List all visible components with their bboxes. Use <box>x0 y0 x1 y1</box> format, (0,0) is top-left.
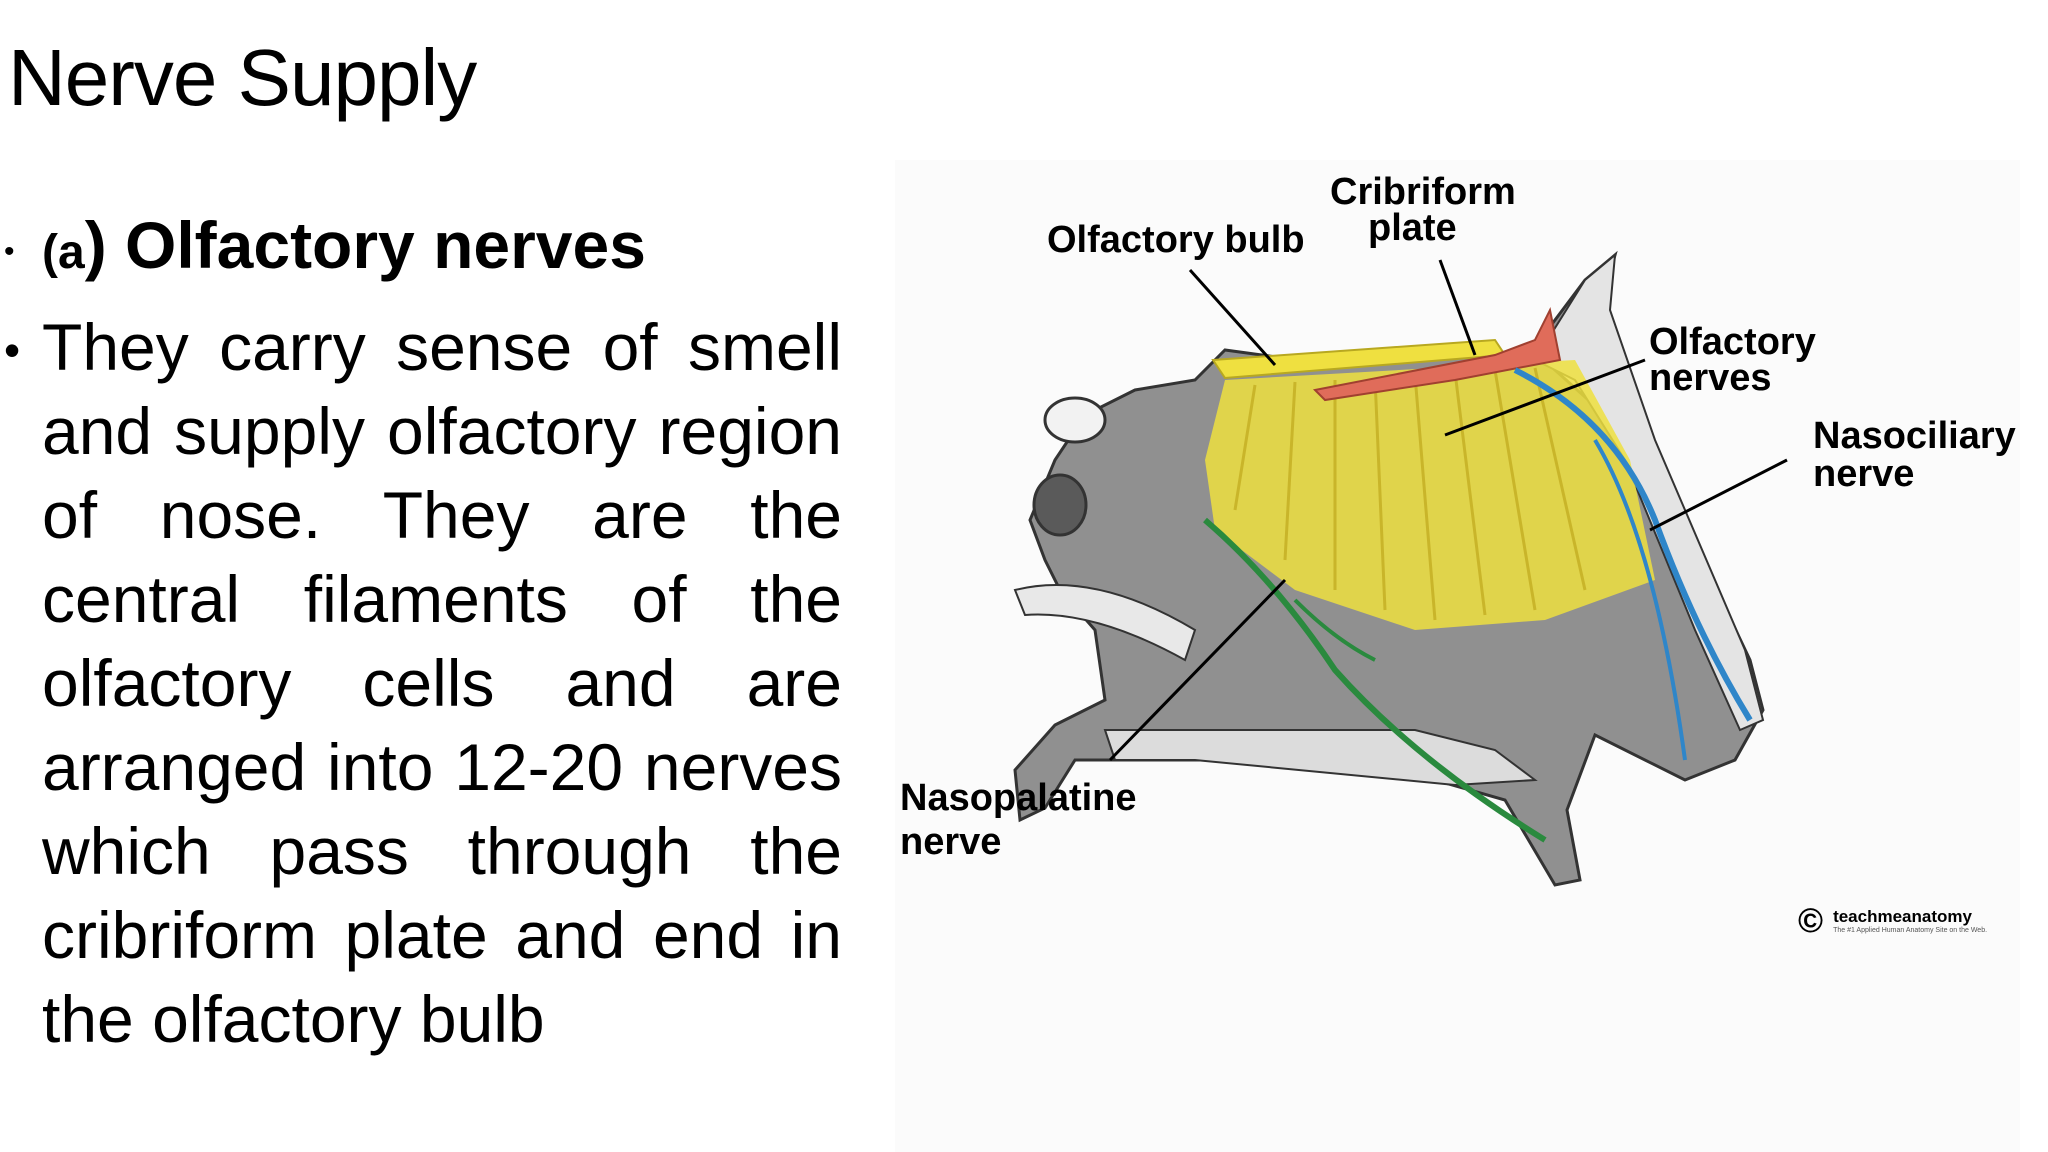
turbinate-hollow <box>1032 473 1088 537</box>
label-olfactory-nerves-line2: nerves <box>1649 357 1772 399</box>
hard-palate-shape <box>1103 729 1538 787</box>
copyright-icon: © <box>1798 902 1824 940</box>
bullet-list: • (a) Olfactory nerves • They carry sens… <box>0 195 850 1056</box>
label-leader-lines <box>1108 259 1788 762</box>
cribriform-plate-shape <box>1312 306 1562 402</box>
olfactory-nerve-fibers <box>1233 367 1587 621</box>
label-olfactory-bulb: Olfactory bulb <box>1047 219 1305 261</box>
nasociliary-nerve-path <box>1513 367 1753 722</box>
slide-title: Nerve Supply <box>8 33 477 122</box>
watermark-tagline: The #1 Applied Human Anatomy Site on the… <box>1833 927 1988 934</box>
bullet-item-description: • They carry sense of smell and supply o… <box>0 305 845 1061</box>
olfactory-nerves-fan <box>1205 360 1655 630</box>
nasopalatine-nerve-branch <box>1293 598 1376 662</box>
label-cribriform-line2: plate <box>1368 207 1457 249</box>
label-nasociliary-line1: Nasociliary <box>1813 415 2016 457</box>
label-nasociliary-line2: nerve <box>1813 453 1915 495</box>
label-nasopalatine-line1: Nasopalatine <box>900 777 1137 819</box>
nasociliary-nerve-branch <box>1593 438 1687 761</box>
bullet-paragraph: They carry sense of smell and supply olf… <box>42 310 842 1056</box>
label-cribriform-line1: Cribriform <box>1330 171 1516 213</box>
bullet-item-olfactory-heading: • (a) Olfactory nerves <box>0 195 850 295</box>
watermark-name: teachmeanatomy <box>1833 907 1972 926</box>
label-olfactory-nerves-line1: Olfactory <box>1649 321 1816 363</box>
turbinate-hollow <box>1013 584 1197 662</box>
anatomy-figure: Olfactory bulb Cribriform plate Olfactor… <box>895 160 2020 1152</box>
bullet-heading: (a) Olfactory nerves <box>42 208 646 282</box>
bullet-icon: • <box>4 324 21 376</box>
nasal-cavity-illustration <box>1013 250 1788 887</box>
watermark-text: teachmeanatomy The #1 Applied Human Anat… <box>1833 908 1987 935</box>
bullet-heading-main: ) Olfactory nerves <box>84 208 646 282</box>
bullet-icon: • <box>4 235 15 268</box>
turbinate-hollow <box>1043 396 1107 444</box>
nasopalatine-nerve-path <box>1203 517 1547 843</box>
bullet-heading-prefix: (a <box>42 226 85 279</box>
watermark: © teachmeanatomy The #1 Applied Human An… <box>1798 902 1987 941</box>
label-nasopalatine-line2: nerve <box>900 821 1002 863</box>
